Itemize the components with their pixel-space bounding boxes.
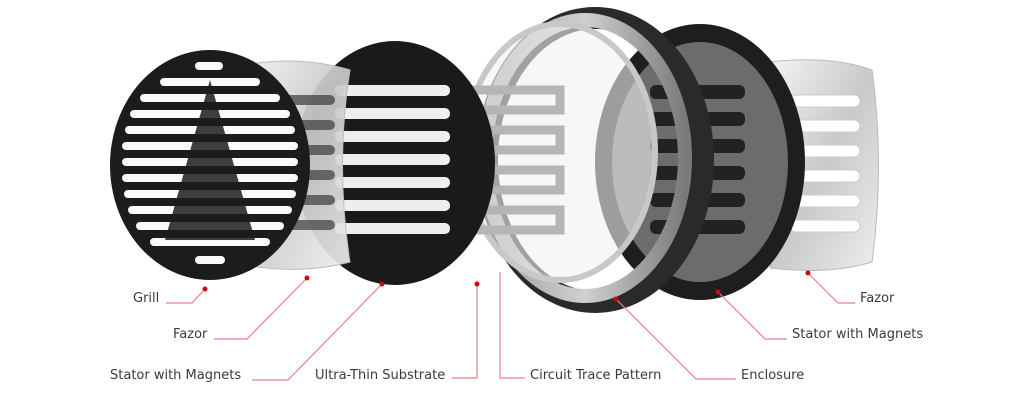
- leader-fazor-left: [214, 277, 308, 340]
- label-circuit: Circuit Trace Pattern: [530, 368, 662, 383]
- grill-part: [110, 50, 310, 280]
- leader-circuit: [499, 272, 525, 379]
- dot-substrate: [474, 281, 480, 287]
- dot-grill: [202, 286, 208, 292]
- leader-lines: [166, 270, 855, 381]
- leader-fazor-right: [807, 272, 855, 304]
- dot-fazor-left: [304, 275, 310, 281]
- label-grill: Grill: [133, 291, 160, 306]
- leader-stator-left: [252, 283, 383, 381]
- label-fazor-right: Fazor: [860, 291, 895, 306]
- dot-stator-right: [715, 289, 721, 295]
- leader-stator-right: [717, 291, 787, 340]
- dot-stator-left: [379, 281, 385, 287]
- label-stator-left: Stator with Magnets: [110, 368, 242, 383]
- dot-enclosure: [613, 296, 619, 302]
- label-stator-right: Stator with Magnets: [792, 327, 924, 342]
- leader-substrate: [452, 284, 478, 379]
- label-substrate: Ultra-Thin Substrate: [315, 368, 446, 383]
- leader-enclosure: [615, 298, 736, 380]
- label-enclosure: Enclosure: [741, 368, 805, 383]
- dot-fazor-right: [805, 270, 811, 276]
- label-fazor-left: Fazor: [173, 327, 208, 342]
- leader-grill: [166, 288, 206, 304]
